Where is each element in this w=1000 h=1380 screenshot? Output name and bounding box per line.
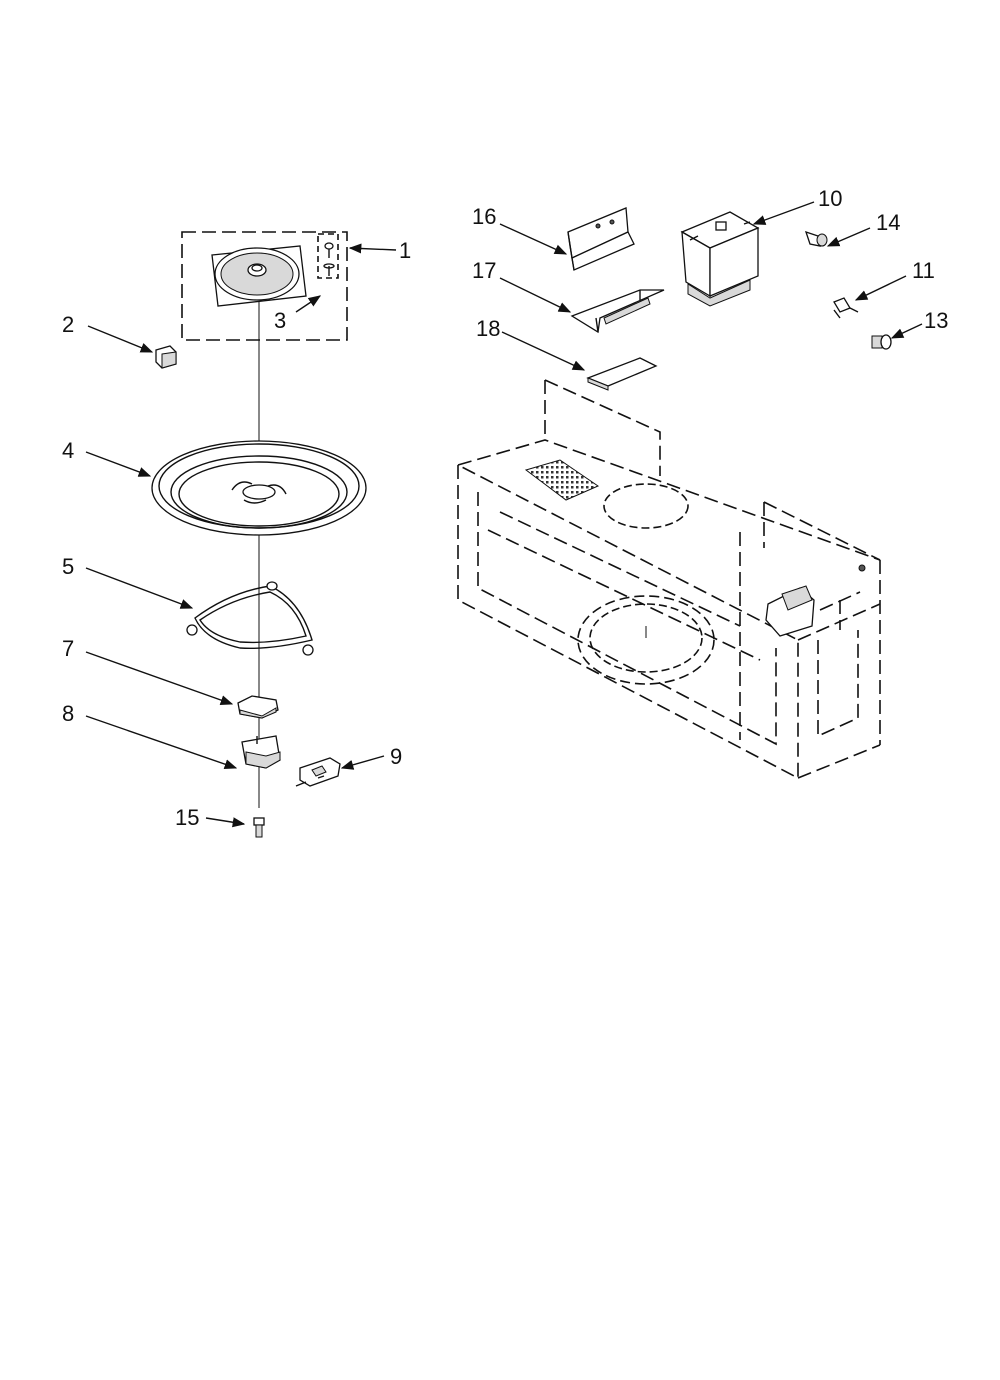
part-14-screw [804, 230, 828, 247]
callout-7: 7 [62, 636, 74, 661]
callout-arrow-16 [499, 223, 568, 255]
part-5-roller-ring [186, 581, 314, 656]
callout-17: 17 [472, 258, 496, 283]
cavity-vent-mesh [524, 459, 600, 501]
callout-arrow-17 [499, 277, 572, 313]
oven-cavity-housing-outline [457, 379, 881, 780]
part-10-magnetron [680, 211, 760, 307]
callout-10: 10 [818, 186, 842, 211]
callout-arrow-4 [85, 451, 152, 477]
part-7-coupler [237, 695, 279, 719]
callout-8: 8 [62, 701, 74, 726]
callout-14: 14 [876, 210, 900, 235]
callout-16: 16 [472, 204, 496, 229]
part-8-turntable-motor [241, 735, 281, 769]
part-1-turntable-support-plate [211, 245, 307, 307]
callout-15: 15 [175, 805, 199, 830]
part-18-waveguide-cover [586, 357, 658, 391]
callout-13: 13 [924, 308, 948, 333]
part-11-thermal-cutout [833, 297, 859, 319]
callout-arrow-15 [205, 817, 246, 828]
callout-arrow-3 [295, 295, 322, 313]
callout-arrow-9 [340, 755, 385, 770]
part-4-glass-turntable-tray [151, 440, 367, 536]
callout-arrow-14 [826, 227, 871, 247]
part-2-clip [155, 345, 177, 369]
part-3-screw [323, 242, 335, 276]
part-16-waveguide-bracket [567, 207, 635, 271]
callout-arrow-11 [854, 275, 907, 301]
callout-arrow-1 [348, 243, 397, 254]
callout-4: 4 [62, 438, 74, 463]
callout-9: 9 [390, 744, 402, 769]
callout-1: 1 [399, 238, 411, 263]
callout-arrow-2 [87, 325, 154, 353]
callout-3: 3 [274, 308, 286, 333]
callout-arrow-8 [85, 715, 238, 770]
callout-arrow-5 [85, 567, 194, 609]
callout-arrow-18 [501, 331, 586, 371]
callout-5: 5 [62, 554, 74, 579]
callout-arrow-7 [85, 651, 234, 705]
callout-2: 2 [62, 312, 74, 337]
part-17-mounting-plate [570, 289, 665, 334]
part-13-screw [871, 334, 892, 350]
part-15-screw [253, 817, 265, 838]
callout-arrow-13 [890, 323, 923, 339]
part-3-dashed-box [317, 233, 339, 279]
callout-arrow-10 [752, 201, 815, 225]
part-9-switch-sensor [295, 757, 341, 787]
callout-18: 18 [476, 316, 500, 341]
callout-11: 11 [912, 258, 935, 283]
part-1-dashed-group-box [181, 231, 348, 341]
